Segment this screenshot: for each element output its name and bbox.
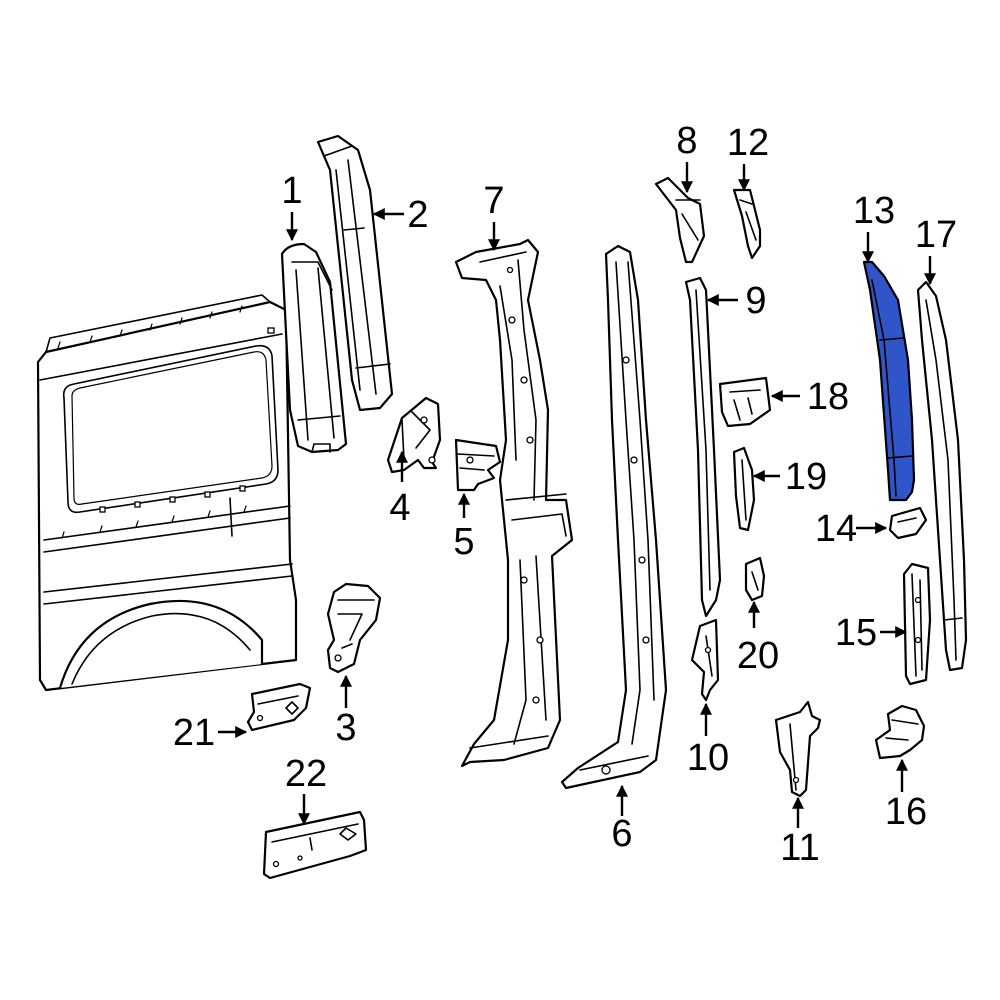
callout-10: 10 — [687, 737, 729, 779]
callout-21: 21 — [173, 712, 215, 754]
part-14 — [888, 506, 928, 540]
callout-12: 12 — [727, 122, 769, 164]
callout-22: 22 — [285, 753, 327, 795]
callout-4: 4 — [389, 487, 410, 529]
part-6 — [560, 244, 668, 790]
part-3 — [326, 582, 382, 674]
part-16 — [874, 704, 926, 760]
callout-6: 6 — [611, 813, 632, 855]
part-21 — [246, 682, 312, 732]
part-10 — [690, 618, 720, 702]
callout-18: 18 — [807, 376, 849, 418]
part-22 — [262, 810, 368, 880]
part-18 — [718, 376, 772, 428]
callout-labels: 1 2 3 4 5 6 7 8 9 10 11 12 13 14 15 16 1… — [173, 120, 957, 869]
callout-20: 20 — [737, 635, 779, 677]
callout-1: 1 — [281, 170, 302, 212]
callout-11: 11 — [780, 827, 819, 869]
callout-19: 19 — [785, 456, 827, 498]
callout-17: 17 — [915, 214, 957, 256]
callout-2: 2 — [407, 194, 428, 236]
part-19 — [732, 446, 756, 532]
part-7 — [454, 238, 574, 768]
side-panel — [36, 294, 298, 692]
part-9 — [684, 276, 722, 618]
callout-7: 7 — [483, 180, 504, 222]
part-2 — [316, 134, 394, 412]
callout-8: 8 — [676, 120, 697, 162]
part-20 — [744, 556, 766, 602]
part-12 — [732, 188, 762, 260]
part-8 — [654, 176, 706, 264]
part-15 — [902, 562, 932, 686]
callout-13: 13 — [853, 190, 895, 232]
part-13 — [862, 260, 916, 502]
callout-3: 3 — [335, 707, 356, 749]
leader-arrows — [218, 162, 936, 828]
callout-9: 9 — [745, 280, 766, 322]
part-17 — [916, 280, 968, 672]
callout-15: 15 — [835, 612, 877, 654]
part-1 — [280, 242, 348, 454]
part-5 — [454, 438, 502, 492]
callout-5: 5 — [453, 521, 474, 563]
callout-14: 14 — [815, 508, 857, 550]
part-11 — [774, 700, 822, 798]
callout-16: 16 — [885, 791, 927, 833]
part-4 — [386, 396, 442, 474]
